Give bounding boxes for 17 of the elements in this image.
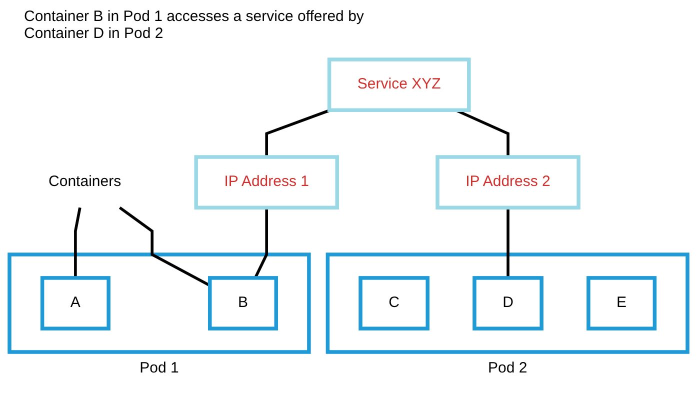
node-label: Pod 1 bbox=[140, 360, 179, 376]
node-box: B bbox=[208, 276, 278, 330]
node-box: C bbox=[358, 276, 430, 330]
cluster bbox=[8, 252, 311, 354]
connector bbox=[265, 108, 331, 157]
cluster bbox=[326, 252, 690, 354]
node-text: Containers bbox=[48, 174, 122, 190]
connector bbox=[506, 208, 510, 278]
node-box: Service XYZ bbox=[327, 58, 471, 112]
note-text: Container B in Pod 1 accesses a service offered by Container D in Pod 2 bbox=[24, 8, 365, 42]
node-box: IP Address 1 bbox=[194, 155, 339, 210]
node-box: D bbox=[472, 276, 544, 330]
node-box: E bbox=[586, 276, 657, 330]
node-label: Pod 2 bbox=[488, 360, 528, 376]
node-box: A bbox=[40, 276, 110, 330]
connector bbox=[74, 207, 82, 278]
node-box: IP Address 2 bbox=[436, 155, 580, 210]
